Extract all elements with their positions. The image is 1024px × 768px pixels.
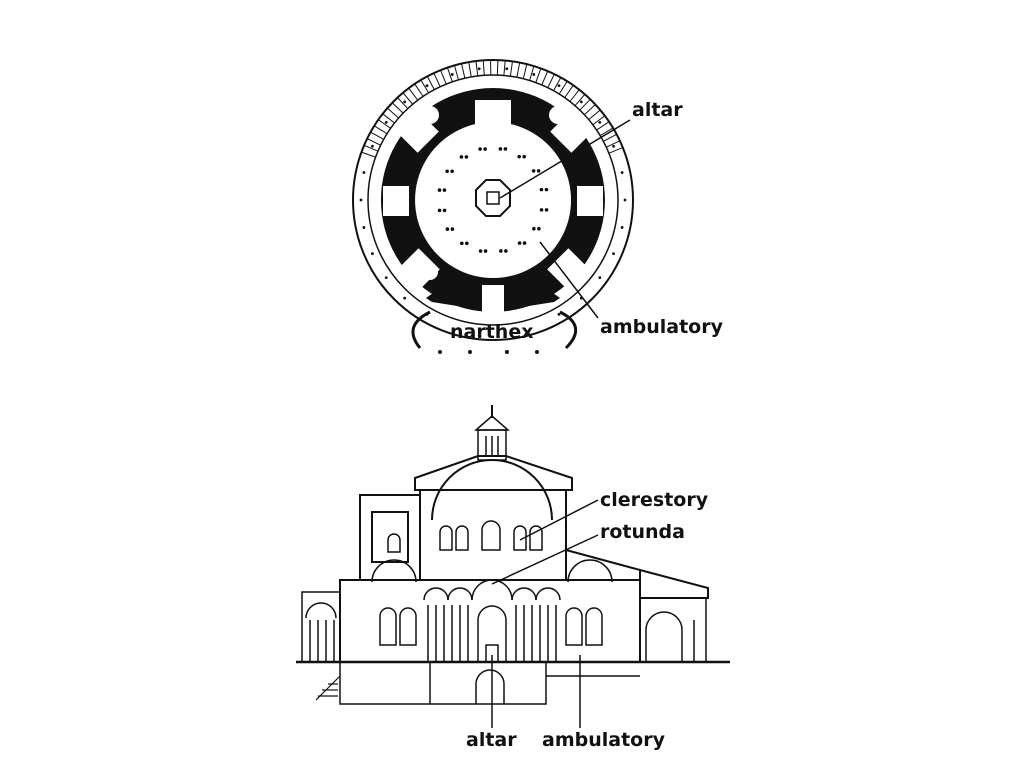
section-roof — [414, 455, 573, 491]
plan-altar-label: altar — [632, 99, 683, 121]
section-lantern — [474, 405, 510, 461]
plan-outer-ring — [352, 59, 634, 341]
plan-entrance — [482, 285, 504, 315]
plan-niches — [383, 100, 603, 288]
plan-inner-ring — [367, 74, 619, 326]
section-far-right-roof — [639, 568, 709, 599]
section-crypt — [339, 661, 640, 705]
section-stairs — [315, 675, 341, 701]
plan-altar-leader — [499, 119, 631, 199]
section-ambulatory-label: ambulatory — [542, 729, 666, 751]
plan-rotunda-wall — [380, 88, 605, 313]
section-altar-niche — [477, 605, 507, 663]
floor-plan: altar narthex ambulatory — [352, 59, 724, 354]
plan-altar-square — [486, 191, 500, 205]
section-right-porch — [639, 597, 707, 663]
plan-narthex-label: narthex — [450, 321, 533, 343]
plan-columns — [437, 147, 549, 253]
section-altar-label: altar — [466, 729, 517, 751]
section-clerestory-leader — [519, 499, 599, 541]
section-clerestory-label: clerestory — [600, 489, 709, 511]
plan-hatching — [361, 60, 623, 158]
section-main-body — [339, 579, 641, 663]
cross-section: clerestory rotunda altar ambulatory — [296, 405, 730, 751]
section-clerestory-windows — [439, 520, 543, 551]
section-left-porch — [301, 591, 341, 663]
section-right-ambulatory — [565, 559, 613, 646]
section-rotunda-label: rotunda — [600, 521, 685, 543]
plan-ambulatory-leader — [539, 241, 599, 319]
section-drum — [419, 489, 567, 581]
section-arcade — [423, 579, 561, 662]
section-rotunda-leader — [491, 534, 599, 585]
section-left-ambulatory — [371, 559, 417, 646]
plan-altar-octagon — [475, 179, 511, 217]
section-dome — [431, 459, 553, 521]
plan-narthex — [411, 288, 577, 354]
plan-ambulatory-label: ambulatory — [600, 316, 724, 338]
